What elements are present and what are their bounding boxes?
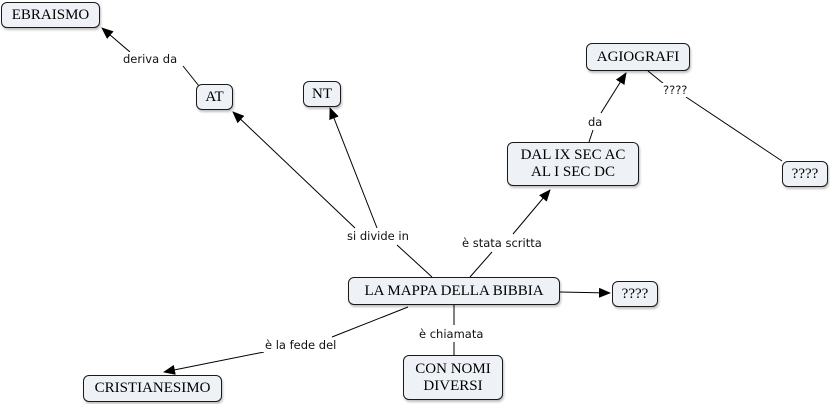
node-unknown-mid[interactable]: ???? — [612, 281, 658, 307]
link-label-e-la-fede-del: è la fede del — [262, 338, 340, 352]
node-cristianesimo[interactable]: CRISTIANESIMO — [83, 375, 222, 402]
connector-e-la-fede-del-to-cristianesimo — [163, 351, 265, 375]
connector-si-divide-in-to-at — [232, 111, 356, 229]
node-con-nomi-diversi[interactable]: CON NOMI DIVERSI — [403, 355, 503, 400]
connector-e-stata-scritta-to-dal-ix — [512, 189, 551, 235]
connector-da-to-agiografi — [600, 72, 627, 114]
link-label-unknown: ???? — [660, 83, 691, 97]
link-label-e-chiamata: è chiamata — [416, 327, 487, 341]
node-dal-ix-sec[interactable]: DAL IX SEC AC AL I SEC DC — [507, 142, 639, 186]
link-label-e-stata-scritta: è stata scritta — [459, 236, 545, 250]
link-label-deriva-da: deriva da — [120, 52, 181, 66]
node-agiografi[interactable]: AGIOGRAFI — [586, 43, 690, 71]
connector-at-to-deriva-da — [182, 65, 200, 87]
node-nt[interactable]: NT — [303, 81, 341, 107]
connector-center-to-si-divide-in — [396, 244, 433, 278]
connector-deriva-da-to-ebraismo — [101, 27, 131, 53]
connector-center-to-e-la-fede-del — [331, 306, 409, 338]
connector-dal-ix-to-da — [588, 129, 594, 143]
link-label-da: da — [585, 115, 606, 129]
node-ebraismo[interactable]: EBRAISMO — [1, 2, 100, 28]
connector-center-to-unknown-mid — [559, 287, 611, 298]
connector-center-to-e-stata-scritta — [469, 251, 493, 278]
node-at[interactable]: AT — [196, 84, 233, 110]
connector-unknown-label-to-unknown-node — [685, 96, 783, 162]
link-label-si-divide-in: si divide in — [344, 229, 412, 243]
node-center-la-mappa-della-bibbia[interactable]: LA MAPPA DELLA BIBBIA — [348, 277, 560, 305]
connector-si-divide-in-to-nt — [329, 107, 378, 229]
connector-agiografi-to-unknown-label — [647, 70, 665, 85]
node-unknown-right[interactable]: ???? — [782, 161, 828, 187]
